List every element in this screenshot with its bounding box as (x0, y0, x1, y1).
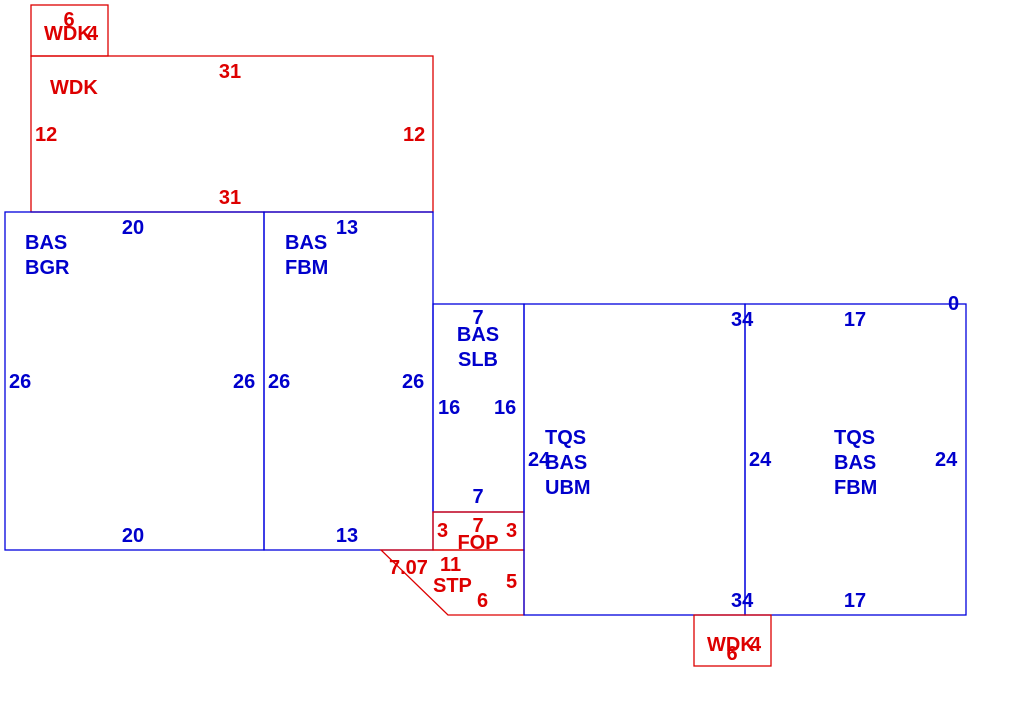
bas-slb-label-line-2: SLB (458, 349, 498, 371)
tqs-bas-fbm-dim-bottom: 17 (844, 590, 866, 612)
wdk-bottom-small-dim-bottom: 6 (726, 643, 737, 665)
bas-bgr-label-line-1: BAS (25, 232, 67, 254)
tqs-bas-ubm-label-line-1: TQS (545, 427, 586, 449)
tqs-bas-fbm-dim-corner: 0 (948, 293, 959, 315)
fop-label: FOP (457, 532, 498, 554)
tqs-bas-fbm-label-line-1: TQS (834, 427, 875, 449)
bas-fbm-dim-bottom: 13 (336, 525, 358, 547)
bas-bgr-dim-left: 26 (9, 371, 31, 393)
bas-slb-dim-top: 7 (472, 307, 483, 329)
stp-dim-top: 11 (440, 554, 461, 576)
bas-slb-label-line-1: BAS (457, 324, 499, 346)
area-tqs-bas-ubm: TQS BAS UBM 24 34 34 (523, 303, 754, 616)
wdk-upper-label: WDK (50, 77, 98, 99)
tqs-bas-ubm-label-line-3: UBM (545, 477, 591, 499)
wdk-bottom-small-dim-right: 4 (750, 634, 762, 656)
bas-fbm-dim-right: 26 (402, 371, 424, 393)
wdk-upper-dim-bottom: 31 (219, 187, 241, 209)
bas-fbm-dim-top: 13 (336, 217, 358, 239)
tqs-bas-fbm-dim-top: 17 (844, 309, 866, 331)
area-stp: 7.07 11 STP 5 6 (379, 549, 525, 616)
bas-bgr-dim-bottom: 20 (122, 525, 144, 547)
bas-slb-dim-left: 16 (438, 397, 460, 419)
fop-dim-right: 3 (506, 520, 517, 542)
tqs-bas-fbm-label-line-2: BAS (834, 452, 876, 474)
wdk-bottom-small-label: WDK (707, 634, 755, 656)
wdk-upper-dim-left: 12 (35, 124, 57, 146)
tqs-bas-ubm-label-line-2: BAS (545, 452, 587, 474)
bas-bgr-dim-right: 26 (233, 371, 255, 393)
wdk-top-small-dim-right: 4 (87, 23, 99, 45)
stp-dim-diagonal: 7.07 (389, 557, 428, 579)
area-bas-bgr: BAS BGR 20 20 26 26 (4, 211, 265, 551)
area-tqs-bas-fbm: TQS BAS FBM 24 24 17 17 0 (744, 293, 967, 616)
bas-fbm-label-line-2: FBM (285, 257, 328, 279)
tqs-bas-fbm-dim-left: 24 (749, 449, 772, 471)
area-wdk-top-small: 6 WDK 4 (30, 4, 109, 57)
tqs-bas-ubm-dim-top: 34 (731, 309, 754, 331)
bas-fbm-dim-left: 26 (268, 371, 290, 393)
stp-label: STP (433, 575, 472, 597)
tqs-bas-fbm-label-line-3: FBM (834, 477, 877, 499)
area-wdk-upper: WDK 31 31 12 12 (30, 55, 434, 213)
wdk-upper-dim-top: 31 (219, 61, 241, 83)
bas-bgr-dim-top: 20 (122, 217, 144, 239)
wdk-top-small-label: WDK (44, 23, 92, 45)
tqs-bas-fbm-outline (744, 303, 967, 616)
bas-slb-dim-bottom: 7 (472, 486, 483, 508)
tqs-bas-ubm-dim-bottom: 34 (731, 590, 754, 612)
bas-slb-dim-right: 16 (494, 397, 516, 419)
area-wdk-bottom-small: WDK 4 6 (693, 614, 772, 667)
bas-bgr-label-line-2: BGR (25, 257, 70, 279)
wdk-upper-dim-right: 12 (403, 124, 425, 146)
bas-fbm-label-line-1: BAS (285, 232, 327, 254)
area-fop: 7 FOP 3 3 (432, 511, 525, 554)
fop-dim-left: 3 (437, 520, 448, 542)
stp-dim-bottom: 6 (477, 590, 488, 612)
fop-dim-top: 7 (472, 515, 483, 537)
tqs-bas-ubm-dim-left: 24 (528, 449, 551, 471)
stp-dim-right: 5 (506, 571, 517, 593)
wdk-bottom-small-outline (693, 614, 772, 667)
tqs-bas-fbm-dim-right: 24 (935, 449, 958, 471)
wdk-top-small-dim-top: 6 (63, 9, 74, 31)
area-bas-fbm: BAS FBM 13 13 26 26 (263, 211, 434, 551)
area-bas-slb: 7 BAS SLB 16 16 7 (432, 303, 525, 513)
